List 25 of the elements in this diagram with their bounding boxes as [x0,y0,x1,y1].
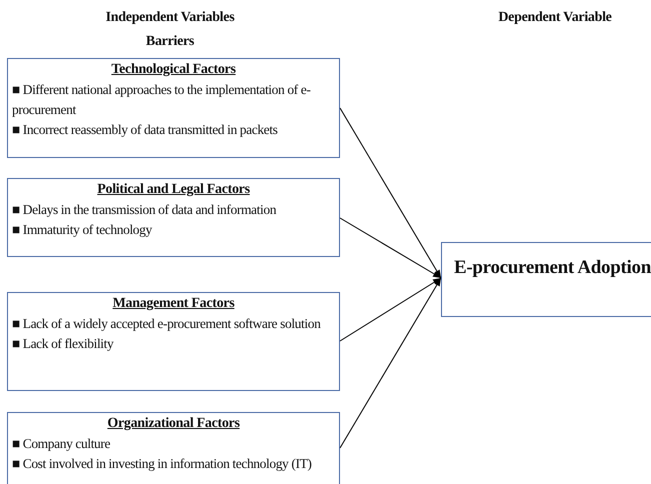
factor-box [7,292,340,391]
arrow [340,278,442,448]
bullet-item: ■ Different national approaches to the implementation of e-procurement [12,81,312,119]
factor-heading: Management Factors [112,295,236,313]
factor-box [7,58,340,158]
column-heading: Dependent Variable [497,10,613,26]
bullet-item: ■ Lack of flexibility [12,335,115,353]
arrow [340,108,442,278]
column-heading: Independent Variables [104,10,236,26]
factor-heading: Organizational Factors [106,415,241,433]
bullet-item: ■ Cost involved in investing in information technology (IT) [12,455,313,473]
column-heading: Barriers [144,34,196,50]
factor-box [7,412,340,484]
bullet-item: ■ Lack of a widely accepted e-procurement software solution [12,315,322,333]
arrow [340,278,442,342]
bullet-item: ■ Company culture [12,435,112,453]
arrow [340,218,442,278]
outcome-box [441,242,651,317]
bullet-item: ■ Delays in the transmission of data and information [12,201,278,219]
factor-heading: Political and Legal Factors [96,181,251,199]
outcome-title: E-procurement Adoption [453,256,651,279]
factor-box [7,178,340,257]
bullet-item: ■ Immaturity of technology [12,221,154,239]
factor-heading: Technological Factors [110,61,237,79]
bullet-item: ■ Incorrect reassembly of data transmitted in packets [12,121,278,139]
